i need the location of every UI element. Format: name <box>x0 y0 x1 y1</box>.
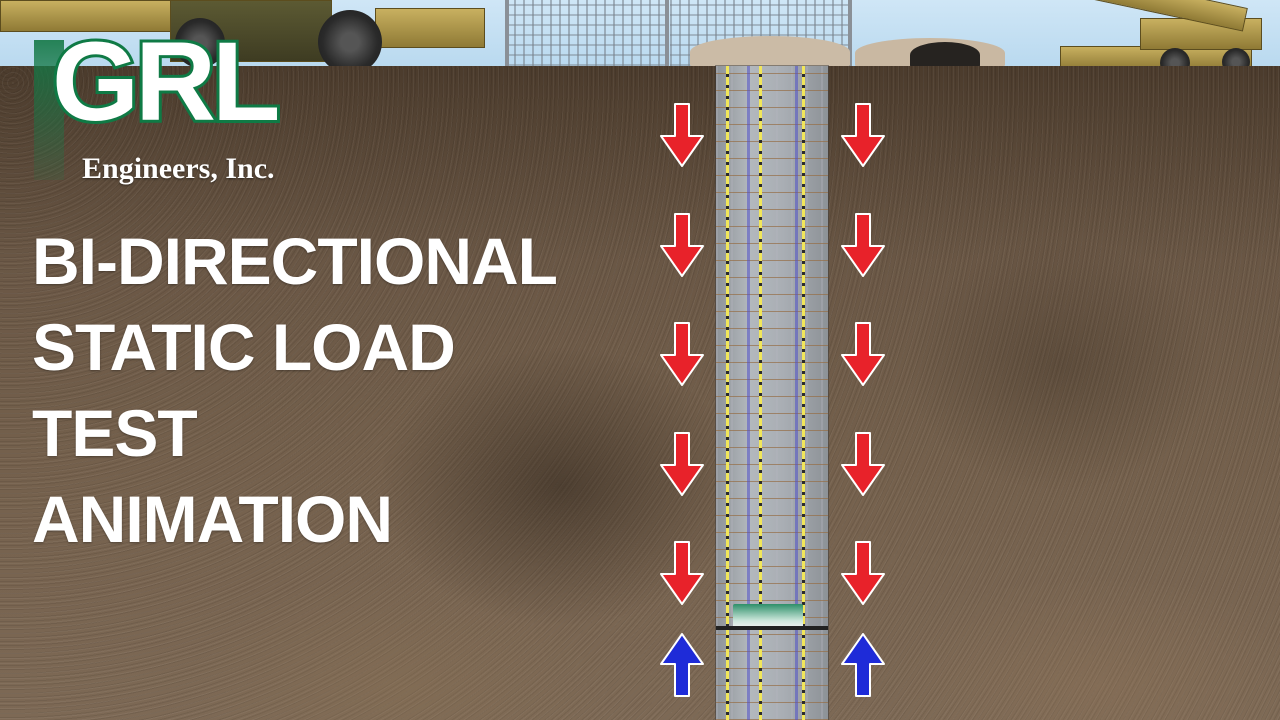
rebar <box>759 66 762 720</box>
fence-post <box>665 0 669 66</box>
strain-gauge-line <box>747 66 750 720</box>
arrow-down-icon <box>840 321 886 387</box>
title-line: STATIC LOAD <box>32 310 456 384</box>
arrow-down-icon <box>659 321 705 387</box>
logo-subtitle: Engineers, Inc. <box>82 152 275 185</box>
load-cell-gap <box>716 626 828 630</box>
construction-fence <box>505 0 665 66</box>
arrow-up-icon <box>840 632 886 698</box>
soil-cross-section <box>0 66 1280 720</box>
grl-logo: GRL Engineers, Inc. <box>34 23 334 190</box>
bi-directional-load-cell <box>733 604 803 628</box>
logo-text: GRL <box>49 19 283 144</box>
fence-post <box>505 0 509 66</box>
arrow-down-icon <box>840 212 886 278</box>
rebar <box>726 66 729 720</box>
title-line: ANIMATION <box>32 482 393 556</box>
arrow-down-icon <box>840 431 886 497</box>
arrow-down-icon <box>659 540 705 606</box>
loader-wheel <box>175 18 225 68</box>
arrow-up-icon <box>659 632 705 698</box>
arrow-down-icon <box>659 431 705 497</box>
loader-wheel <box>318 10 382 74</box>
dark-rubble <box>910 42 980 68</box>
video-title: BI-DIRECTIONAL STATIC LOAD TEST ANIMATIO… <box>32 218 558 562</box>
arrow-down-icon <box>840 540 886 606</box>
rebar <box>802 66 805 720</box>
loader-bucket <box>375 8 485 48</box>
logo-accent-bar <box>34 40 64 180</box>
strain-gauge-line <box>795 66 798 720</box>
arrow-down-icon <box>840 102 886 168</box>
arrow-down-icon <box>659 102 705 168</box>
fence-post <box>848 0 852 66</box>
title-line: BI-DIRECTIONAL <box>32 224 558 298</box>
arrow-down-icon <box>659 212 705 278</box>
rubble-pile <box>690 36 850 68</box>
title-line: TEST <box>32 396 198 470</box>
